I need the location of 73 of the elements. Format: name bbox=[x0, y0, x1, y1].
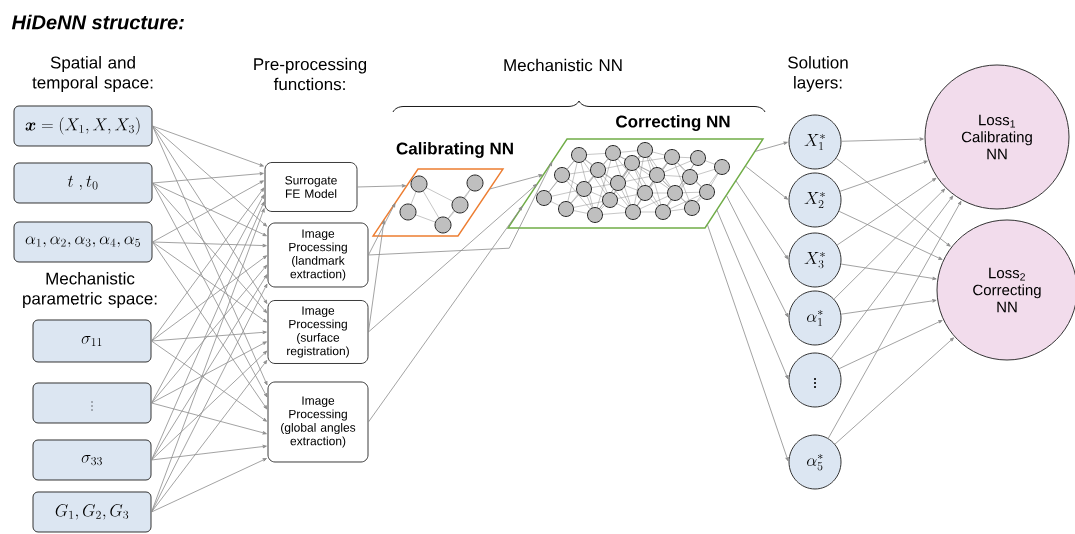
heading: Solution layers: bbox=[788, 56, 848, 92]
arrow bbox=[839, 160, 928, 192]
arrow bbox=[151, 187, 265, 342]
arrow bbox=[152, 125, 264, 167]
arrow bbox=[838, 210, 943, 260]
process-box: Image Processing (surface registration) bbox=[267, 300, 369, 364]
arrow bbox=[152, 241, 267, 248]
input-box: $\alpha_1, \alpha_2, \alpha_3, \alpha_4, \alpha_5$ bbox=[13, 221, 153, 263]
arrow bbox=[151, 458, 267, 513]
arrow bbox=[368, 161, 553, 256]
arrow bbox=[840, 263, 937, 281]
heading: Mechanistic parametric space: bbox=[23, 272, 157, 308]
arrow bbox=[151, 330, 267, 342]
output-neuron: $X_3^*$ bbox=[788, 232, 842, 288]
input-box: $t\;, t_0$ bbox=[13, 162, 153, 204]
arrow bbox=[152, 241, 268, 410]
arrow bbox=[725, 194, 789, 318]
title: HiDeNN structure: bbox=[11, 14, 184, 30]
arrow bbox=[745, 165, 788, 200]
arrow bbox=[838, 320, 943, 370]
arrow bbox=[357, 184, 407, 188]
arrow bbox=[151, 350, 268, 461]
arrow bbox=[152, 171, 264, 184]
arrow bbox=[833, 188, 946, 300]
input-box: $G_1, G_2, G_3$ bbox=[32, 491, 152, 533]
input-box: $\sigma_{33}$ bbox=[32, 439, 152, 481]
arrow bbox=[151, 340, 268, 422]
arrow bbox=[368, 206, 523, 423]
input-box: $\vdots$ bbox=[32, 382, 152, 424]
arrow bbox=[754, 141, 788, 152]
output-neuron: $\alpha_1^*$ bbox=[788, 290, 842, 346]
arrow bbox=[152, 182, 268, 314]
arrow bbox=[151, 255, 268, 342]
arrow bbox=[151, 360, 268, 513]
arrow bbox=[841, 137, 924, 142]
arrow bbox=[151, 208, 265, 513]
input-box: $\boldsymbol{x} = (X_1, X, X_3)$ bbox=[13, 105, 153, 147]
heading: Mechanistic NN bbox=[504, 58, 622, 72]
arrow bbox=[836, 177, 937, 246]
arrow bbox=[368, 183, 538, 333]
output-neuron: $\alpha_5^*$ bbox=[788, 434, 842, 490]
node-label: Correcting NN bbox=[616, 115, 730, 131]
arrow bbox=[368, 203, 396, 256]
arrow bbox=[151, 264, 268, 404]
input-box: $\sigma_{11}$ bbox=[32, 319, 152, 363]
output-neuron: $X_2^*$ bbox=[788, 172, 842, 228]
output-neuron: $\vdots$ bbox=[788, 352, 842, 408]
process-box: Image Processing (global angles extraction) bbox=[267, 381, 369, 463]
arrow bbox=[152, 125, 268, 227]
arrow bbox=[840, 299, 937, 315]
process-box: Surrogate FE Model bbox=[264, 162, 358, 212]
arrow bbox=[827, 200, 962, 439]
arrow bbox=[830, 195, 954, 359]
arrow bbox=[716, 209, 789, 380]
arrow bbox=[152, 125, 268, 386]
arrow bbox=[152, 241, 268, 323]
process-box: Image Processing (landmark extraction) bbox=[267, 222, 369, 288]
node-label: Calibrating NN bbox=[396, 142, 513, 158]
arrow bbox=[706, 224, 789, 462]
arrow bbox=[368, 220, 386, 333]
arrow bbox=[151, 341, 267, 404]
arrow bbox=[151, 283, 268, 513]
arrow bbox=[489, 174, 543, 190]
arrow bbox=[152, 125, 268, 304]
arrow bbox=[735, 180, 789, 260]
arrow bbox=[151, 274, 268, 461]
arrow bbox=[151, 444, 267, 461]
arrow bbox=[834, 337, 955, 445]
heading: Pre-processing functions: bbox=[254, 57, 367, 91]
arrow bbox=[151, 201, 265, 461]
output-neuron: $X_1^*$ bbox=[788, 114, 842, 170]
arrow bbox=[835, 158, 951, 247]
arrow bbox=[151, 402, 267, 435]
